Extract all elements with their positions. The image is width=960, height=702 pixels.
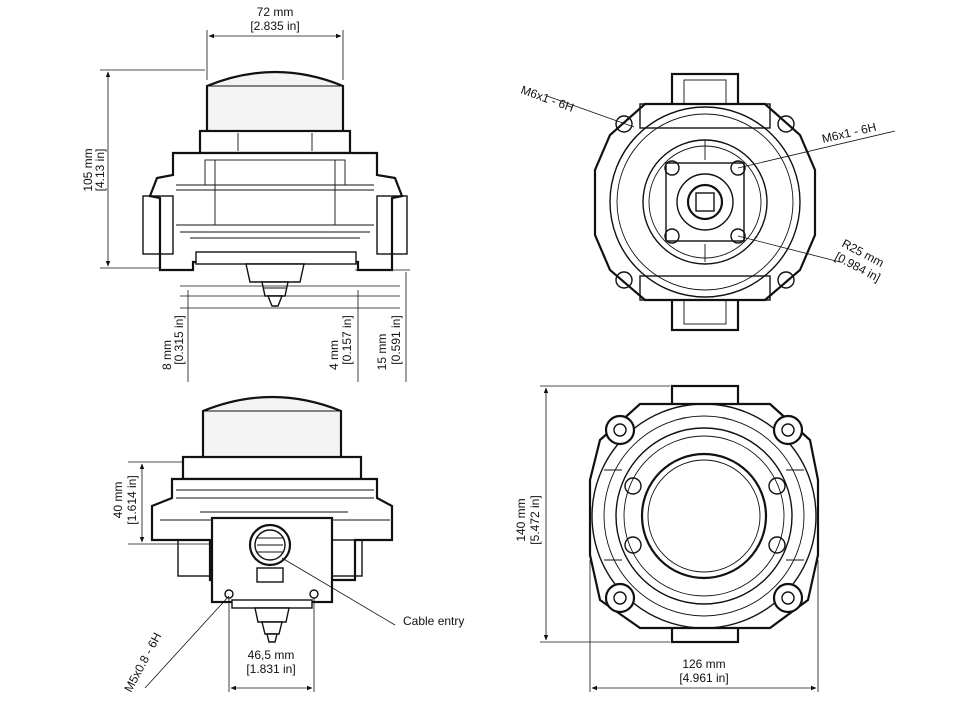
callout-cable-entry: Cable entry [403,614,464,628]
dim-72-mm: 72 mm [257,5,294,19]
dim-46-mm: 46,5 mm [248,648,295,662]
dim-15-in: [0.591 in] [389,315,403,364]
dim-4-in: [0.157 in] [340,315,354,364]
dim-8-in: [0.315 in] [172,315,186,364]
callout-m6-left: M6x1 - 6H [519,83,576,115]
dim-140-in: [5.472 in] [528,495,542,544]
top-view [588,384,820,644]
callout-m5: M5x0.8 - 6H [121,630,164,694]
dim-46-in: [1.831 in] [246,662,295,676]
dim-105-mm: 105 mm [81,148,95,191]
dim-40-in: [1.614 in] [125,475,139,524]
dim-8-mm: 8 mm [160,340,174,370]
side-view [150,395,394,643]
bottom-view [593,72,817,332]
front-view-dimensions: 72 mm [2.835 in] 105 mm [4.13 in] 8 mm [… [81,5,410,382]
top-view-dimensions: 140 mm [5.472 in] 126 mm [4.961 in] [514,385,819,692]
dim-126-mm: 126 mm [682,657,725,671]
dim-140-mm: 140 mm [514,498,528,541]
dim-15-mm: 15 mm [375,334,389,371]
dim-4-mm: 4 mm [327,340,341,370]
dim-72-in: [2.835 in] [250,19,299,33]
dim-126-in: [4.961 in] [679,671,728,685]
dim-40-mm: 40 mm [111,482,125,519]
dim-105-in: [4.13 in] [93,149,107,192]
front-view [142,70,408,307]
